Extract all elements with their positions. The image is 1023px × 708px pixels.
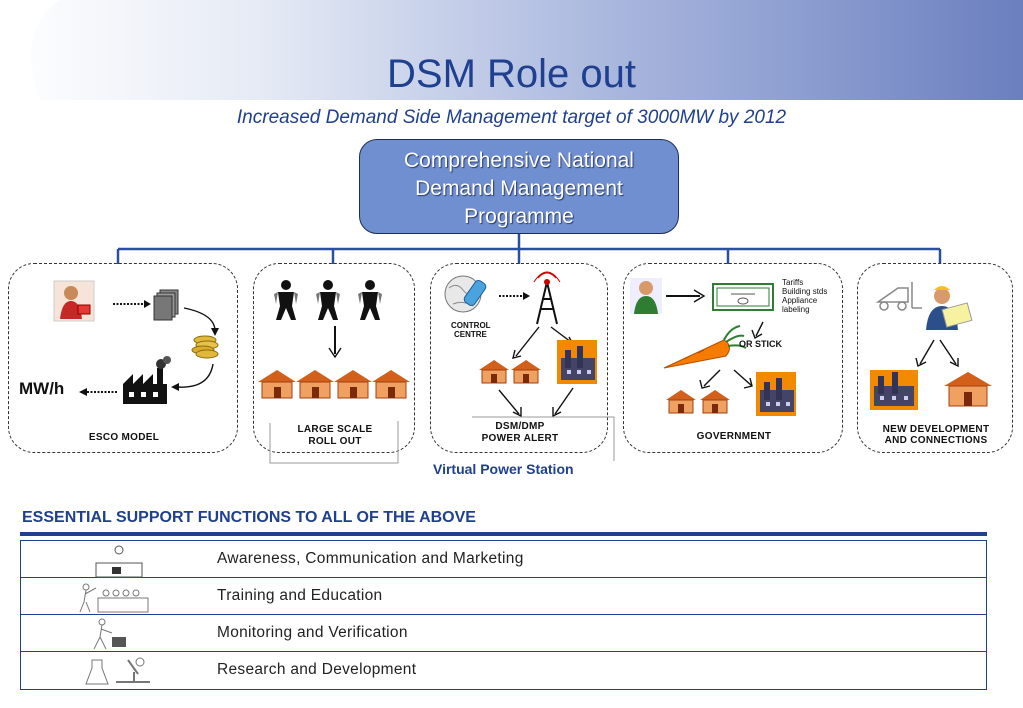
- signal-arrow-icon: [499, 292, 530, 300]
- virtual-power-station-bracket: [269, 416, 615, 464]
- houses-icon: [479, 360, 541, 384]
- arrow-icon: [113, 300, 151, 308]
- panel-new-development: NEW DEVELOPMENT AND CONNECTIONS: [857, 263, 1013, 453]
- page-title: DSM Role out: [387, 52, 636, 96]
- new-development-label-2: AND CONNECTIONS: [884, 435, 988, 446]
- panel-esco-model: MW/h ESCO MODEL: [8, 263, 238, 453]
- certificate-icon: [712, 283, 774, 311]
- mwh-label: MW/h: [19, 379, 65, 398]
- gov-note-appliance: Appliance: [782, 296, 818, 305]
- factory-icon: [123, 356, 171, 404]
- esco-model-label: ESCO MODEL: [88, 432, 160, 443]
- arrow-icon: [666, 289, 706, 303]
- factory-icon: [870, 370, 918, 410]
- row-label: Research and Development: [217, 661, 417, 678]
- dsm-label-1: DSM/DMP: [495, 421, 545, 432]
- people-group-icon: [274, 280, 382, 320]
- dsm-label-2: POWER ALERT: [481, 433, 559, 444]
- arrow-down-icon: [328, 326, 342, 359]
- control-centre-label-1: CONTROL: [451, 321, 491, 330]
- table-row: Research and Development: [21, 652, 986, 689]
- panel-dsm-power-alert: CONTROL CENTRE DSM/DMP POWER ALERT: [430, 263, 608, 453]
- programme-line-3: Programme: [464, 205, 574, 228]
- transmission-tower-icon: [533, 271, 561, 325]
- inspector-icon: [93, 618, 126, 650]
- classroom-icon: [79, 583, 149, 613]
- gov-note-labeling: labeling: [782, 305, 810, 314]
- control-centre-label-2: CENTRE: [454, 330, 487, 339]
- row-label: Awareness, Communication and Marketing: [217, 550, 524, 567]
- panel-large-scale-roll-out: LARGE SCALE ROLL OUT: [253, 263, 415, 453]
- new-development-illustration: [870, 282, 992, 410]
- house-icon: [944, 372, 992, 407]
- connector-lines: [116, 234, 942, 264]
- globe-phone-icon: [444, 275, 487, 313]
- houses-icon: [258, 370, 410, 399]
- lab-microscope-icon: [85, 657, 150, 685]
- dsm-illustration: [444, 271, 597, 418]
- or-stick-label: OR STICK: [739, 339, 783, 349]
- virtual-power-station-label: Virtual Power Station: [433, 461, 574, 477]
- forklift-icon: [875, 282, 922, 311]
- panel-government: Tariffs Building stds Appliance labeling…: [623, 263, 843, 453]
- new-development-label-1: NEW DEVELOPMENT: [882, 424, 990, 435]
- person-icon: [630, 278, 662, 314]
- programme-line-1: Comprehensive National: [404, 149, 634, 172]
- gov-note-building: Building stds: [782, 287, 828, 296]
- documents-icon: [153, 289, 179, 321]
- large-scale-label-2: ROLL OUT: [308, 436, 362, 447]
- programme-box: Comprehensive National Demand Management…: [359, 139, 679, 234]
- page-subtitle: Increased Demand Side Management target …: [236, 107, 787, 128]
- essential-functions-title: ESSENTIAL SUPPORT FUNCTIONS TO ALL OF TH…: [22, 509, 476, 526]
- row-label: Monitoring and Verification: [217, 624, 408, 641]
- row-label: Training and Education: [217, 587, 383, 604]
- large-scale-illustration: [258, 280, 410, 399]
- table-row: Training and Education: [21, 578, 986, 615]
- houses-icon: [666, 390, 730, 414]
- esco-illustration: [53, 280, 219, 404]
- gov-note-tariffs: Tariffs: [782, 278, 804, 287]
- engineer-icon: [926, 286, 973, 330]
- programme-line-2: Demand Management: [415, 177, 623, 200]
- government-label: GOVERNMENT: [696, 431, 772, 442]
- coins-icon: [191, 335, 219, 359]
- header-banner: [0, 0, 1023, 100]
- table-row: Awareness, Communication and Marketing: [21, 541, 986, 578]
- factory-icon: [557, 340, 597, 384]
- government-illustration: [630, 278, 796, 416]
- person-icon: [53, 280, 95, 322]
- large-scale-label-1: LARGE SCALE: [297, 424, 373, 435]
- essential-functions-rule: [20, 532, 987, 536]
- carrot-icon: [663, 325, 747, 369]
- table-row: Monitoring and Verification: [21, 615, 986, 652]
- presenter-podium-icon: [95, 545, 143, 578]
- factory-icon: [756, 372, 796, 416]
- essential-functions-table: Awareness, Communication and Marketing T…: [20, 540, 987, 690]
